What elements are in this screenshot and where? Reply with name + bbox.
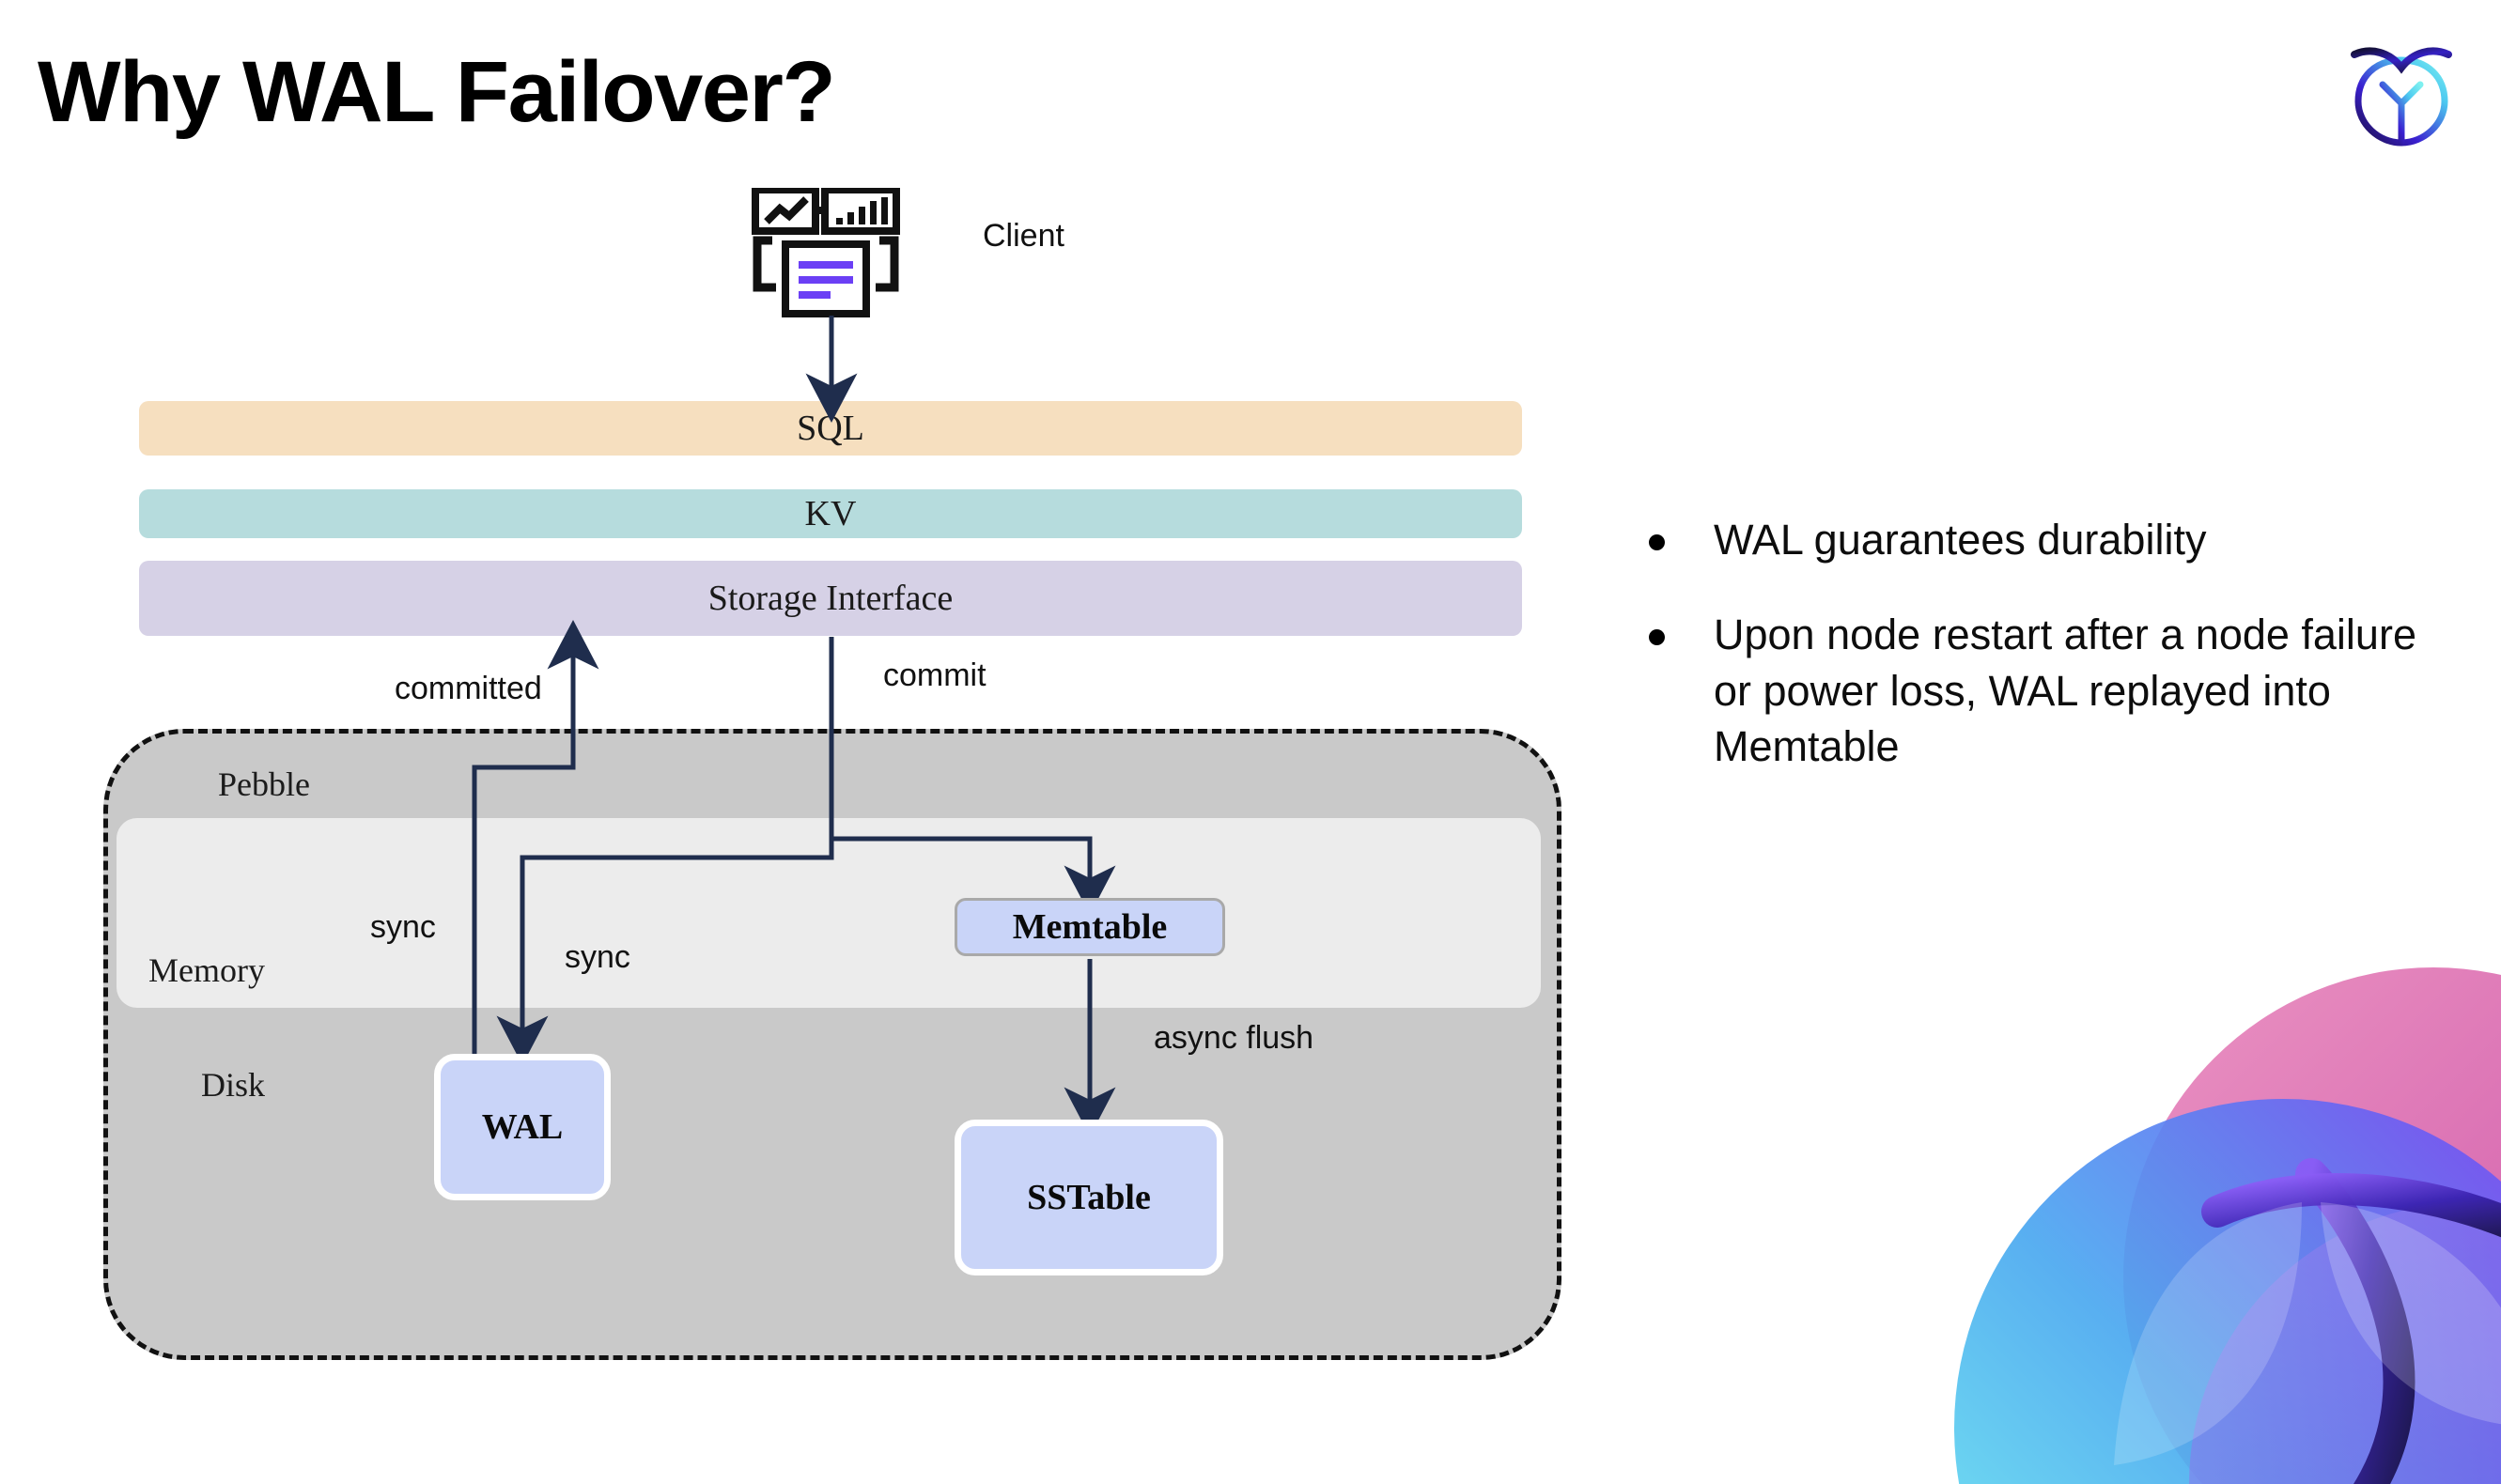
- flow-label-async-flush: async flush: [1154, 1020, 1314, 1056]
- bullet-text: WAL guarantees durability: [1714, 516, 2207, 564]
- node-memtable: Memtable: [955, 898, 1225, 956]
- flow-label-sync-down: sync: [370, 909, 436, 945]
- client-label: Client: [983, 218, 1064, 254]
- page-title: Why WAL Failover?: [38, 44, 836, 140]
- list-item: WAL guarantees durability: [1649, 512, 2457, 567]
- flow-label-commit: commit: [883, 657, 986, 693]
- architecture-diagram: Client SQL KV Storage Interface Pebble M…: [103, 186, 1561, 1360]
- memory-label: Memory: [148, 951, 265, 989]
- cockroachdb-watermark: [1907, 902, 2501, 1484]
- list-item: Upon node restart after a node failure o…: [1649, 607, 2457, 774]
- bullet-text: Upon node restart after a node failure o…: [1714, 611, 2416, 771]
- cockroachdb-logo: [2347, 30, 2456, 148]
- pebble-label: Pebble: [218, 765, 310, 803]
- bullet-dot-icon: [1649, 534, 1665, 550]
- node-sstable: SSTable: [955, 1120, 1223, 1275]
- node-wal: WAL: [434, 1054, 611, 1200]
- bullet-list: WAL guarantees durability Upon node rest…: [1649, 512, 2457, 814]
- bullet-dot-icon: [1649, 629, 1665, 646]
- flow-label-committed: committed: [395, 671, 542, 706]
- layer-kv: KV: [139, 489, 1522, 538]
- slide-canvas: Why WAL Failover?: [38, 30, 2501, 1484]
- analytics-dashboard-icon: [752, 186, 900, 319]
- flow-label-sync-to-wal: sync: [565, 939, 630, 975]
- memory-region: [117, 818, 1541, 1008]
- layer-sql: SQL: [139, 401, 1522, 456]
- disk-label: Disk: [201, 1066, 266, 1104]
- layer-storage-interface: Storage Interface: [139, 561, 1522, 636]
